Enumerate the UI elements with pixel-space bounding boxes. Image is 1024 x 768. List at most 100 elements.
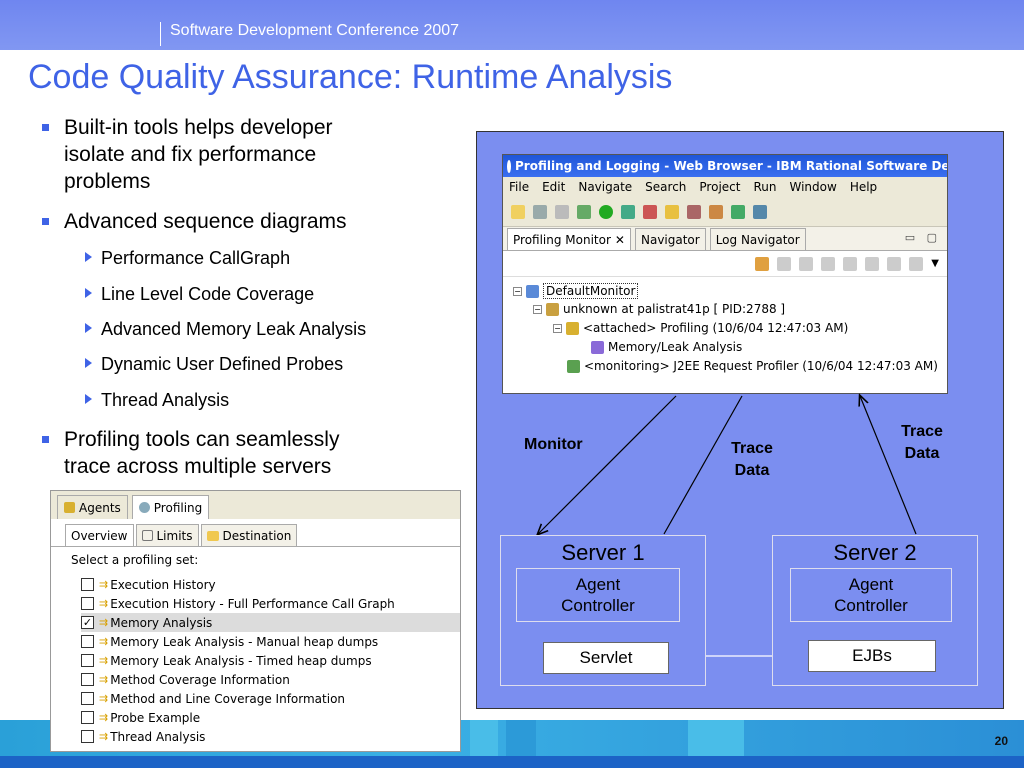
refresh-icon[interactable] (777, 256, 792, 271)
menu-help[interactable]: Help (849, 180, 878, 194)
collapse-toggle-icon[interactable]: − (513, 286, 522, 296)
tab-navigator[interactable]: Navigator (634, 228, 706, 250)
collapse-icon[interactable] (799, 256, 814, 271)
app-logo-icon (507, 159, 511, 173)
tab-profiling-monitor[interactable]: Profiling Monitor✕ (507, 228, 631, 250)
triangle-bullet-icon (85, 252, 92, 262)
profiling-set-item[interactable]: ⇉Thread Analysis (81, 727, 460, 746)
view-menu-icon[interactable]: ▼ (931, 258, 939, 269)
triangle-bullet-icon (85, 394, 92, 404)
profile-icon[interactable] (621, 204, 635, 219)
profiling-set-item[interactable]: ✓ ⇉Memory Analysis (81, 613, 460, 632)
checkbox[interactable] (81, 597, 94, 610)
tab-overview[interactable]: Overview (65, 524, 134, 546)
profiling-set-label: Memory Analysis (110, 615, 213, 630)
tab-limits[interactable]: Limits (135, 524, 199, 546)
triangle-bullet-icon (85, 323, 92, 333)
profiling-set-item[interactable]: ⇉Probe Example (81, 708, 460, 727)
resume-icon[interactable] (821, 256, 836, 271)
tab-log-navigator[interactable]: Log Navigator (709, 228, 806, 250)
bullet-line: Profiling tools can seamlessly (64, 428, 340, 451)
tab-destination[interactable]: Destination (200, 524, 298, 546)
checkbox[interactable] (81, 711, 94, 724)
checkbox[interactable] (81, 730, 94, 743)
open-type-icon[interactable] (665, 204, 679, 219)
slide-title: Code Quality Assurance: Runtime Analysis (28, 58, 673, 96)
menu-file[interactable]: File (509, 180, 530, 194)
bullet-line: trace across multiple servers (64, 455, 332, 478)
monitor-icon[interactable] (753, 204, 767, 219)
profiling-set-item[interactable]: ⇉Execution History - Full Performance Ca… (81, 594, 460, 613)
menu-project[interactable]: Project (699, 180, 741, 194)
footer-block (688, 720, 744, 756)
menu-run[interactable]: Run (753, 180, 777, 194)
checkbox[interactable] (81, 654, 94, 667)
bullet-line: Advanced sequence diagrams (64, 210, 347, 233)
new-icon[interactable] (511, 204, 525, 219)
connect-icon[interactable] (731, 204, 745, 219)
tree-node-default-monitor[interactable]: − DefaultMonitor (513, 283, 639, 299)
bullet-builtin-tools: Built-in tools helps developer isolate a… (42, 114, 333, 195)
profiling-set-item[interactable]: ⇉Memory Leak Analysis - Manual heap dump… (81, 632, 460, 651)
profiling-set-icon: ⇉ (99, 711, 109, 724)
checkbox[interactable] (81, 578, 94, 591)
view-toolbar: ▼ (503, 251, 947, 277)
debug-icon[interactable] (577, 204, 591, 219)
footer-block (470, 720, 498, 756)
profiling-set-item[interactable]: ⇉Method and Line Coverage Information (81, 689, 460, 708)
profiling-set-label: Method Coverage Information (110, 672, 290, 687)
collapse-toggle-icon[interactable]: − (533, 304, 542, 314)
profiling-set-item[interactable]: ⇉Method Coverage Information (81, 670, 460, 689)
attach-icon[interactable] (865, 256, 880, 271)
profiling-set-icon: ⇉ (99, 616, 109, 629)
toolbar (503, 197, 947, 227)
profiling-set-icon: ⇉ (99, 673, 109, 686)
tab-profiling[interactable]: Profiling (131, 495, 210, 519)
tree-node-request-profiler[interactable]: <monitoring> J2EE Request Profiler (10/6… (567, 359, 938, 373)
checkbox[interactable] (81, 692, 94, 705)
menu-window[interactable]: Window (789, 180, 837, 194)
tree-node-memory-analysis[interactable]: Memory/Leak Analysis (591, 340, 742, 354)
pause-icon[interactable] (843, 256, 858, 271)
external-tools-icon[interactable] (643, 204, 657, 219)
checkbox[interactable] (81, 635, 94, 648)
sub-bullet: Performance CallGraph (85, 248, 290, 269)
tree-node-profiling-agent[interactable]: − <attached> Profiling (10/6/04 12:47:03… (553, 321, 849, 335)
footer-strip (0, 756, 1024, 768)
profiling-set-icon: ⇉ (99, 635, 109, 648)
agent-icon (566, 321, 579, 335)
analysis-icon (591, 340, 604, 354)
menu-navigate[interactable]: Navigate (578, 180, 633, 194)
print-icon[interactable] (555, 204, 569, 219)
collapse-toggle-icon[interactable]: − (553, 323, 562, 333)
server-name: Server 2 (833, 540, 917, 565)
save-icon[interactable] (533, 204, 547, 219)
profiling-set-label: Execution History (110, 577, 216, 592)
menu-edit[interactable]: Edit (542, 180, 566, 194)
profiling-set-label: Memory Leak Analysis - Timed heap dumps (110, 653, 372, 668)
view-tab-bar: Profiling Monitor✕ Navigator Log Navigat… (503, 227, 947, 251)
terminate-icon[interactable] (909, 256, 924, 271)
page-number: 20 (994, 734, 1008, 748)
minimize-maximize-icons[interactable]: ▭ ▢ (904, 231, 941, 244)
server-icon[interactable] (709, 204, 723, 219)
profiling-set-item[interactable]: ⇉Memory Leak Analysis - Timed heap dumps (81, 651, 460, 670)
profiling-set-label: Execution History - Full Performance Cal… (110, 596, 395, 611)
detach-icon[interactable] (887, 256, 902, 271)
tab-agents[interactable]: Agents (57, 495, 128, 519)
tree-node-host[interactable]: − unknown at palistrat41p [ PID:2788 ] (533, 302, 786, 316)
sub-bullet: Thread Analysis (85, 390, 229, 411)
filter-icon[interactable] (755, 256, 770, 271)
menu-search[interactable]: Search (645, 180, 687, 194)
checkbox[interactable]: ✓ (81, 616, 94, 629)
run-icon[interactable] (599, 204, 613, 219)
close-icon[interactable]: ✕ (614, 233, 625, 247)
header-separator (160, 22, 161, 46)
checkbox[interactable] (81, 673, 94, 686)
profiling-set-item[interactable]: ⇉Execution History (81, 575, 460, 594)
chart-icon[interactable] (687, 204, 701, 219)
profiling-set-icon: ⇉ (99, 597, 109, 610)
ejbs-box: EJBs (808, 640, 936, 672)
